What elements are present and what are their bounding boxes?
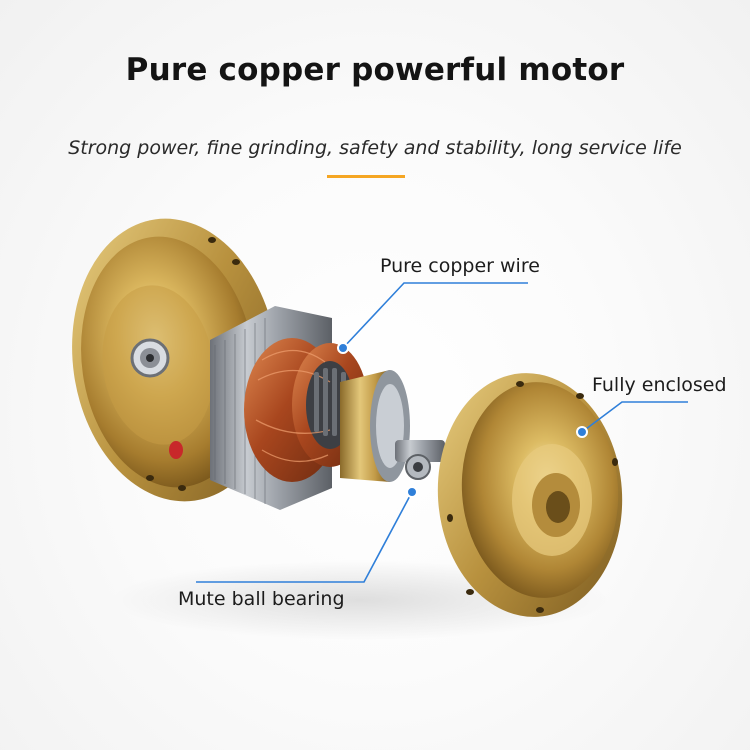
stator-core: [210, 306, 368, 510]
callout-label-copper-wire: Pure copper wire: [380, 255, 540, 277]
accent-divider: [327, 175, 405, 178]
callout-label-ball-bearing: Mute ball bearing: [178, 588, 345, 610]
callout-dot-ball-bearing: [406, 486, 418, 498]
page-title: Pure copper powerful motor: [125, 52, 625, 88]
rotor: [340, 370, 410, 482]
callout-dot-copper-wire: [337, 342, 349, 354]
callout-label-fully-enclosed: Fully enclosed: [592, 374, 727, 396]
left-cap-bearing: [130, 338, 170, 378]
callout-line-fully-enclosed: [581, 401, 688, 433]
shaft-assembly: [395, 440, 445, 480]
left-cap-grommet: [169, 441, 183, 459]
callout-dots: [337, 342, 588, 498]
callout-line-ball-bearing: [196, 491, 413, 583]
page-subtitle: Strong power, fine grinding, safety and …: [68, 137, 682, 159]
copper-windings: [244, 338, 368, 482]
right-cap-mounting-holes: [447, 381, 618, 613]
callout-dot-fully-enclosed: [576, 426, 588, 438]
callout-line-copper-wire: [342, 282, 528, 349]
callout-lines: [196, 282, 688, 583]
